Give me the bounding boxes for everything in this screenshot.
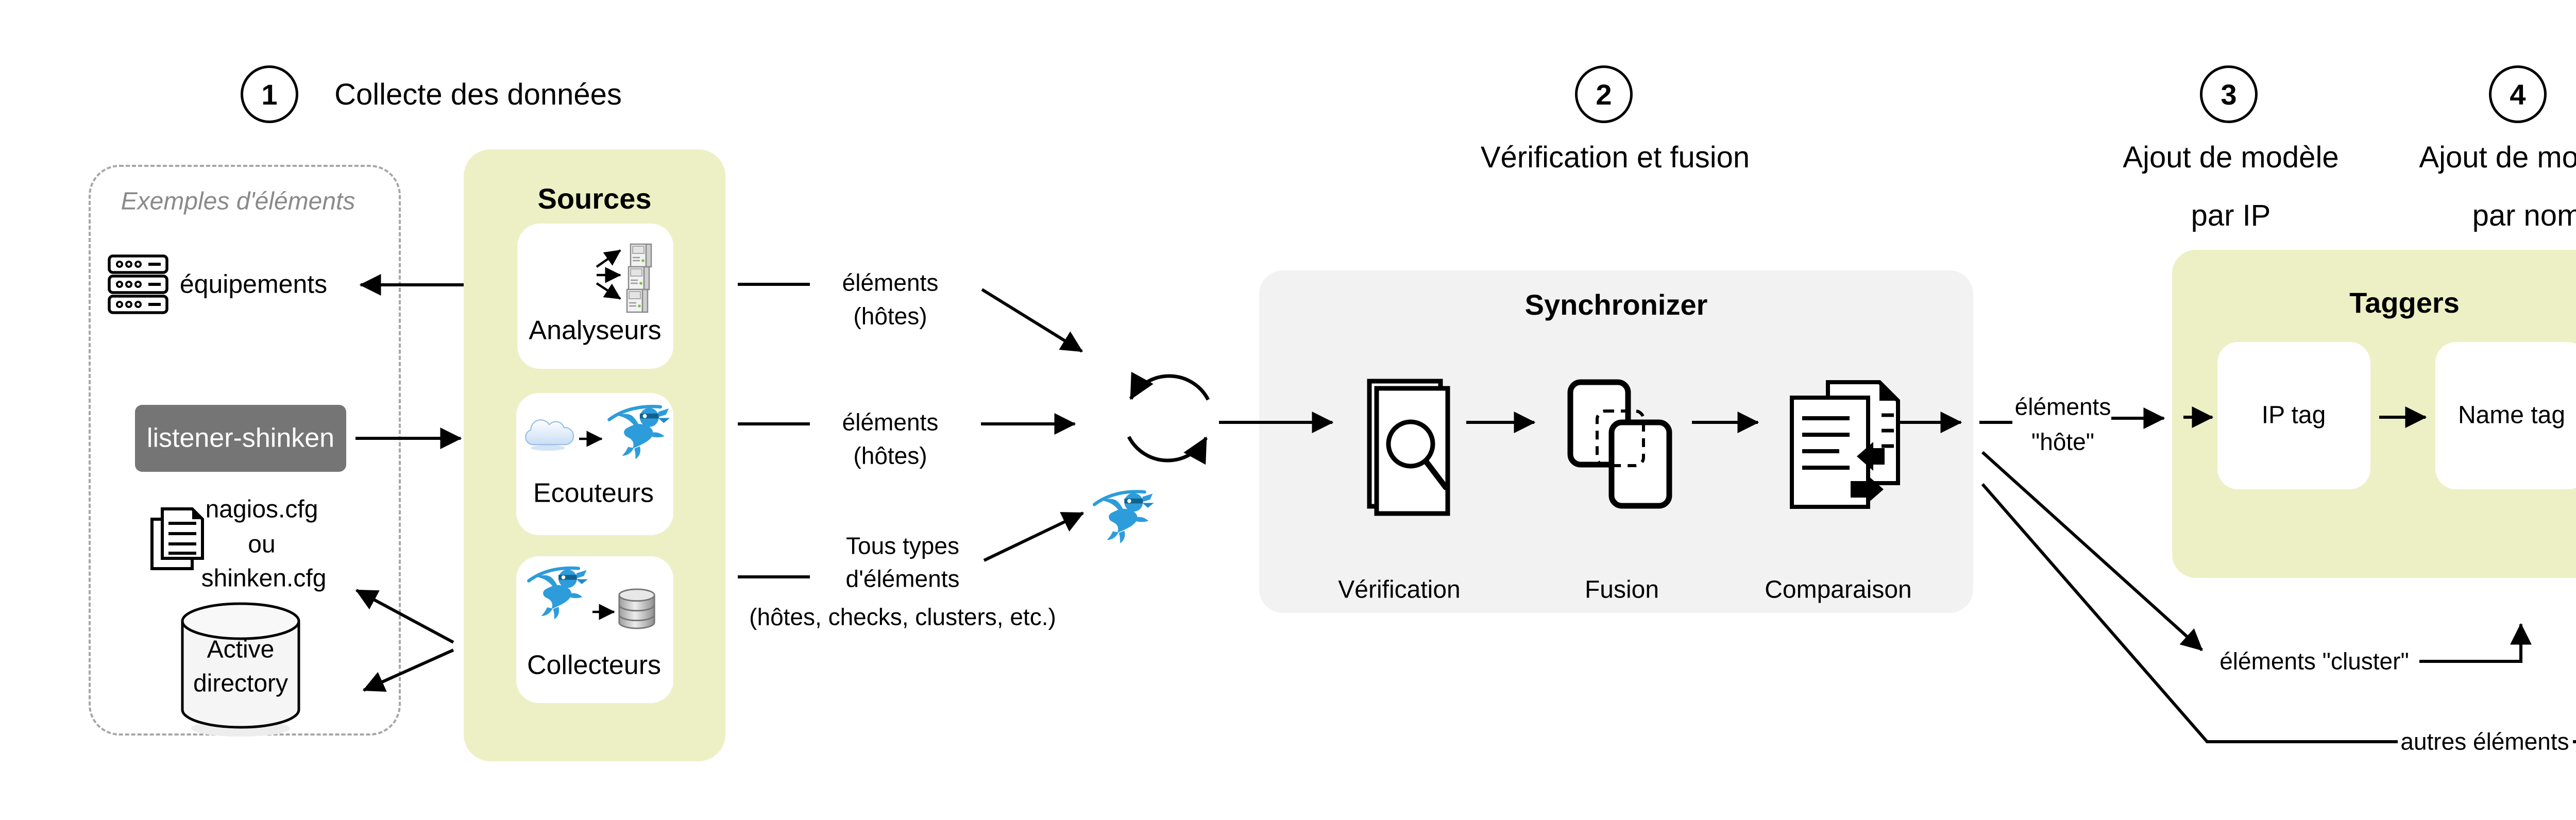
step-label-1: Collecte des données	[334, 78, 622, 112]
active-directory-line2: directory	[193, 670, 289, 697]
step-number-4: 4	[2510, 78, 2526, 111]
sources-title: Sources	[537, 182, 652, 215]
active-directory-line1: Active	[207, 636, 275, 663]
host-out-label-line2: "hôte"	[2031, 428, 2095, 455]
search-document-icon	[1367, 379, 1450, 516]
step-number-2: 2	[1596, 78, 1612, 111]
compare-documents-icon	[1790, 380, 1900, 509]
line-to-cluster-label	[1981, 451, 2204, 652]
step-label-4-line2: par nom	[2472, 199, 2576, 233]
line-to-others-label	[1981, 483, 2398, 743]
step-circle-1: 1	[241, 65, 298, 123]
cfg-label-line1: nagios.cfg	[205, 496, 318, 523]
shinken-analyseurs-icon	[1094, 491, 1154, 543]
config-files-icon	[150, 507, 204, 570]
merge-icon	[1567, 379, 1672, 509]
hosts1-label-line1: éléments	[842, 269, 939, 296]
step-circle-3: 3	[2200, 65, 2258, 123]
hosts1-label-line2: (hôtes)	[853, 302, 927, 330]
fusion-label: Fusion	[1584, 576, 1659, 604]
hosts2-label-line1: éléments	[842, 408, 939, 436]
cluster-out-label: éléments "cluster"	[2219, 647, 2409, 675]
alltypes-label-line1: Tous types	[846, 532, 959, 559]
cfg-label-line2: ou	[248, 531, 276, 558]
step-circle-2: 2	[1575, 65, 1633, 123]
shinken-ecouteurs-icon	[609, 406, 670, 459]
cfg-label-line3: shinken.cfg	[201, 565, 327, 592]
step-number-1: 1	[261, 78, 278, 111]
examples-title: Exemples d'éléments	[121, 187, 355, 215]
synchronizer-title: Synchronizer	[1524, 288, 1708, 321]
taggers-title: Taggers	[2349, 286, 2460, 319]
analyseurs-fan-arrows	[596, 249, 621, 300]
server-tower-icons	[626, 243, 652, 313]
arrow-to-shinken-cfg	[355, 589, 454, 644]
arrow-hosts1-to-sync	[981, 288, 1083, 353]
arrow-to-active-directory	[362, 648, 454, 692]
step-circle-4: 4	[2489, 65, 2547, 123]
ip-tag-label: IP tag	[2261, 401, 2326, 429]
verification-label: Vérification	[1338, 576, 1461, 604]
name-tag-label: Name tag	[2458, 401, 2566, 429]
analyseurs-label: Analyseurs	[529, 315, 662, 346]
host-out-label-line1: éléments	[2014, 393, 2111, 420]
comparaison-label: Comparaison	[1765, 576, 1912, 604]
active-directory-cylinder-icon	[181, 602, 300, 737]
taggers-card-name	[2435, 342, 2576, 489]
collecteurs-label: Collecteurs	[527, 650, 662, 680]
taggers-card-ip	[2217, 342, 2370, 489]
server-stack-icon	[108, 254, 168, 314]
alltypes-label-line2: d'éléments	[845, 565, 960, 592]
alltypes-label-line3: (hôtes, checks, clusters, etc.)	[749, 603, 1056, 630]
equipements-label: équipements	[179, 269, 328, 299]
cluster-elbow-arrow	[2419, 623, 2532, 663]
cloud-icon	[525, 419, 574, 452]
arrow-alltypes-to-sync	[983, 511, 1084, 562]
step-label-4-line1: Ajout de modèle	[2419, 141, 2576, 175]
step-number-3: 3	[2221, 78, 2237, 111]
step-label-2: Vérification et fusion	[1480, 141, 1750, 175]
hosts2-label-line2: (hôtes)	[853, 442, 927, 469]
ecouteurs-label: Ecouteurs	[533, 478, 654, 508]
others-out-label: autres éléments	[2400, 728, 2569, 755]
others-elbow-arrow	[2573, 740, 2576, 743]
shinken-collecteurs-icon	[529, 568, 587, 619]
step-label-3-line2: par IP	[2191, 199, 2271, 233]
listener-shinken-box	[135, 405, 346, 472]
step-label-3-line1: Ajout de modèle	[2123, 141, 2339, 175]
sync-cycle-icon	[1127, 371, 1210, 465]
listener-shinken-label: listener-shinken	[146, 423, 335, 453]
database-stack-icon	[618, 588, 655, 629]
sources-card-collecteurs	[516, 556, 673, 703]
